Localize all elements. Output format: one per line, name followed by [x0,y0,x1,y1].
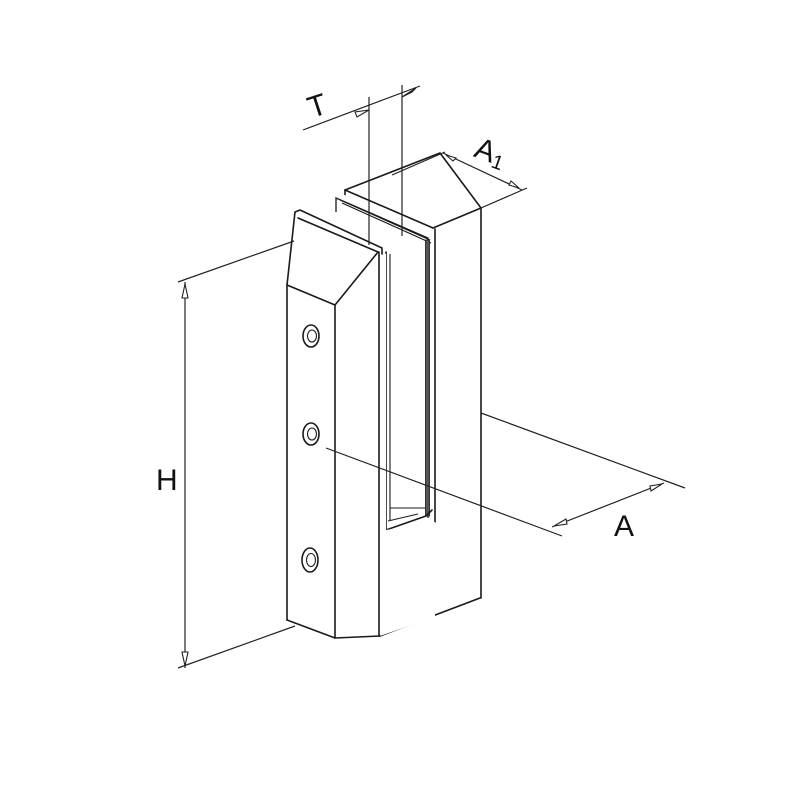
dimension-h: H [156,240,296,669]
screw-hole-top [302,324,320,348]
front-plate [286,209,435,639]
dimension-label-t: T [304,88,332,125]
dimension-label-h: H [156,464,178,497]
dimension-a: A [325,412,686,543]
screw-hole-bottom [301,547,319,573]
dimension-label-a: A [614,510,634,543]
screw-hole-middle [302,422,320,446]
